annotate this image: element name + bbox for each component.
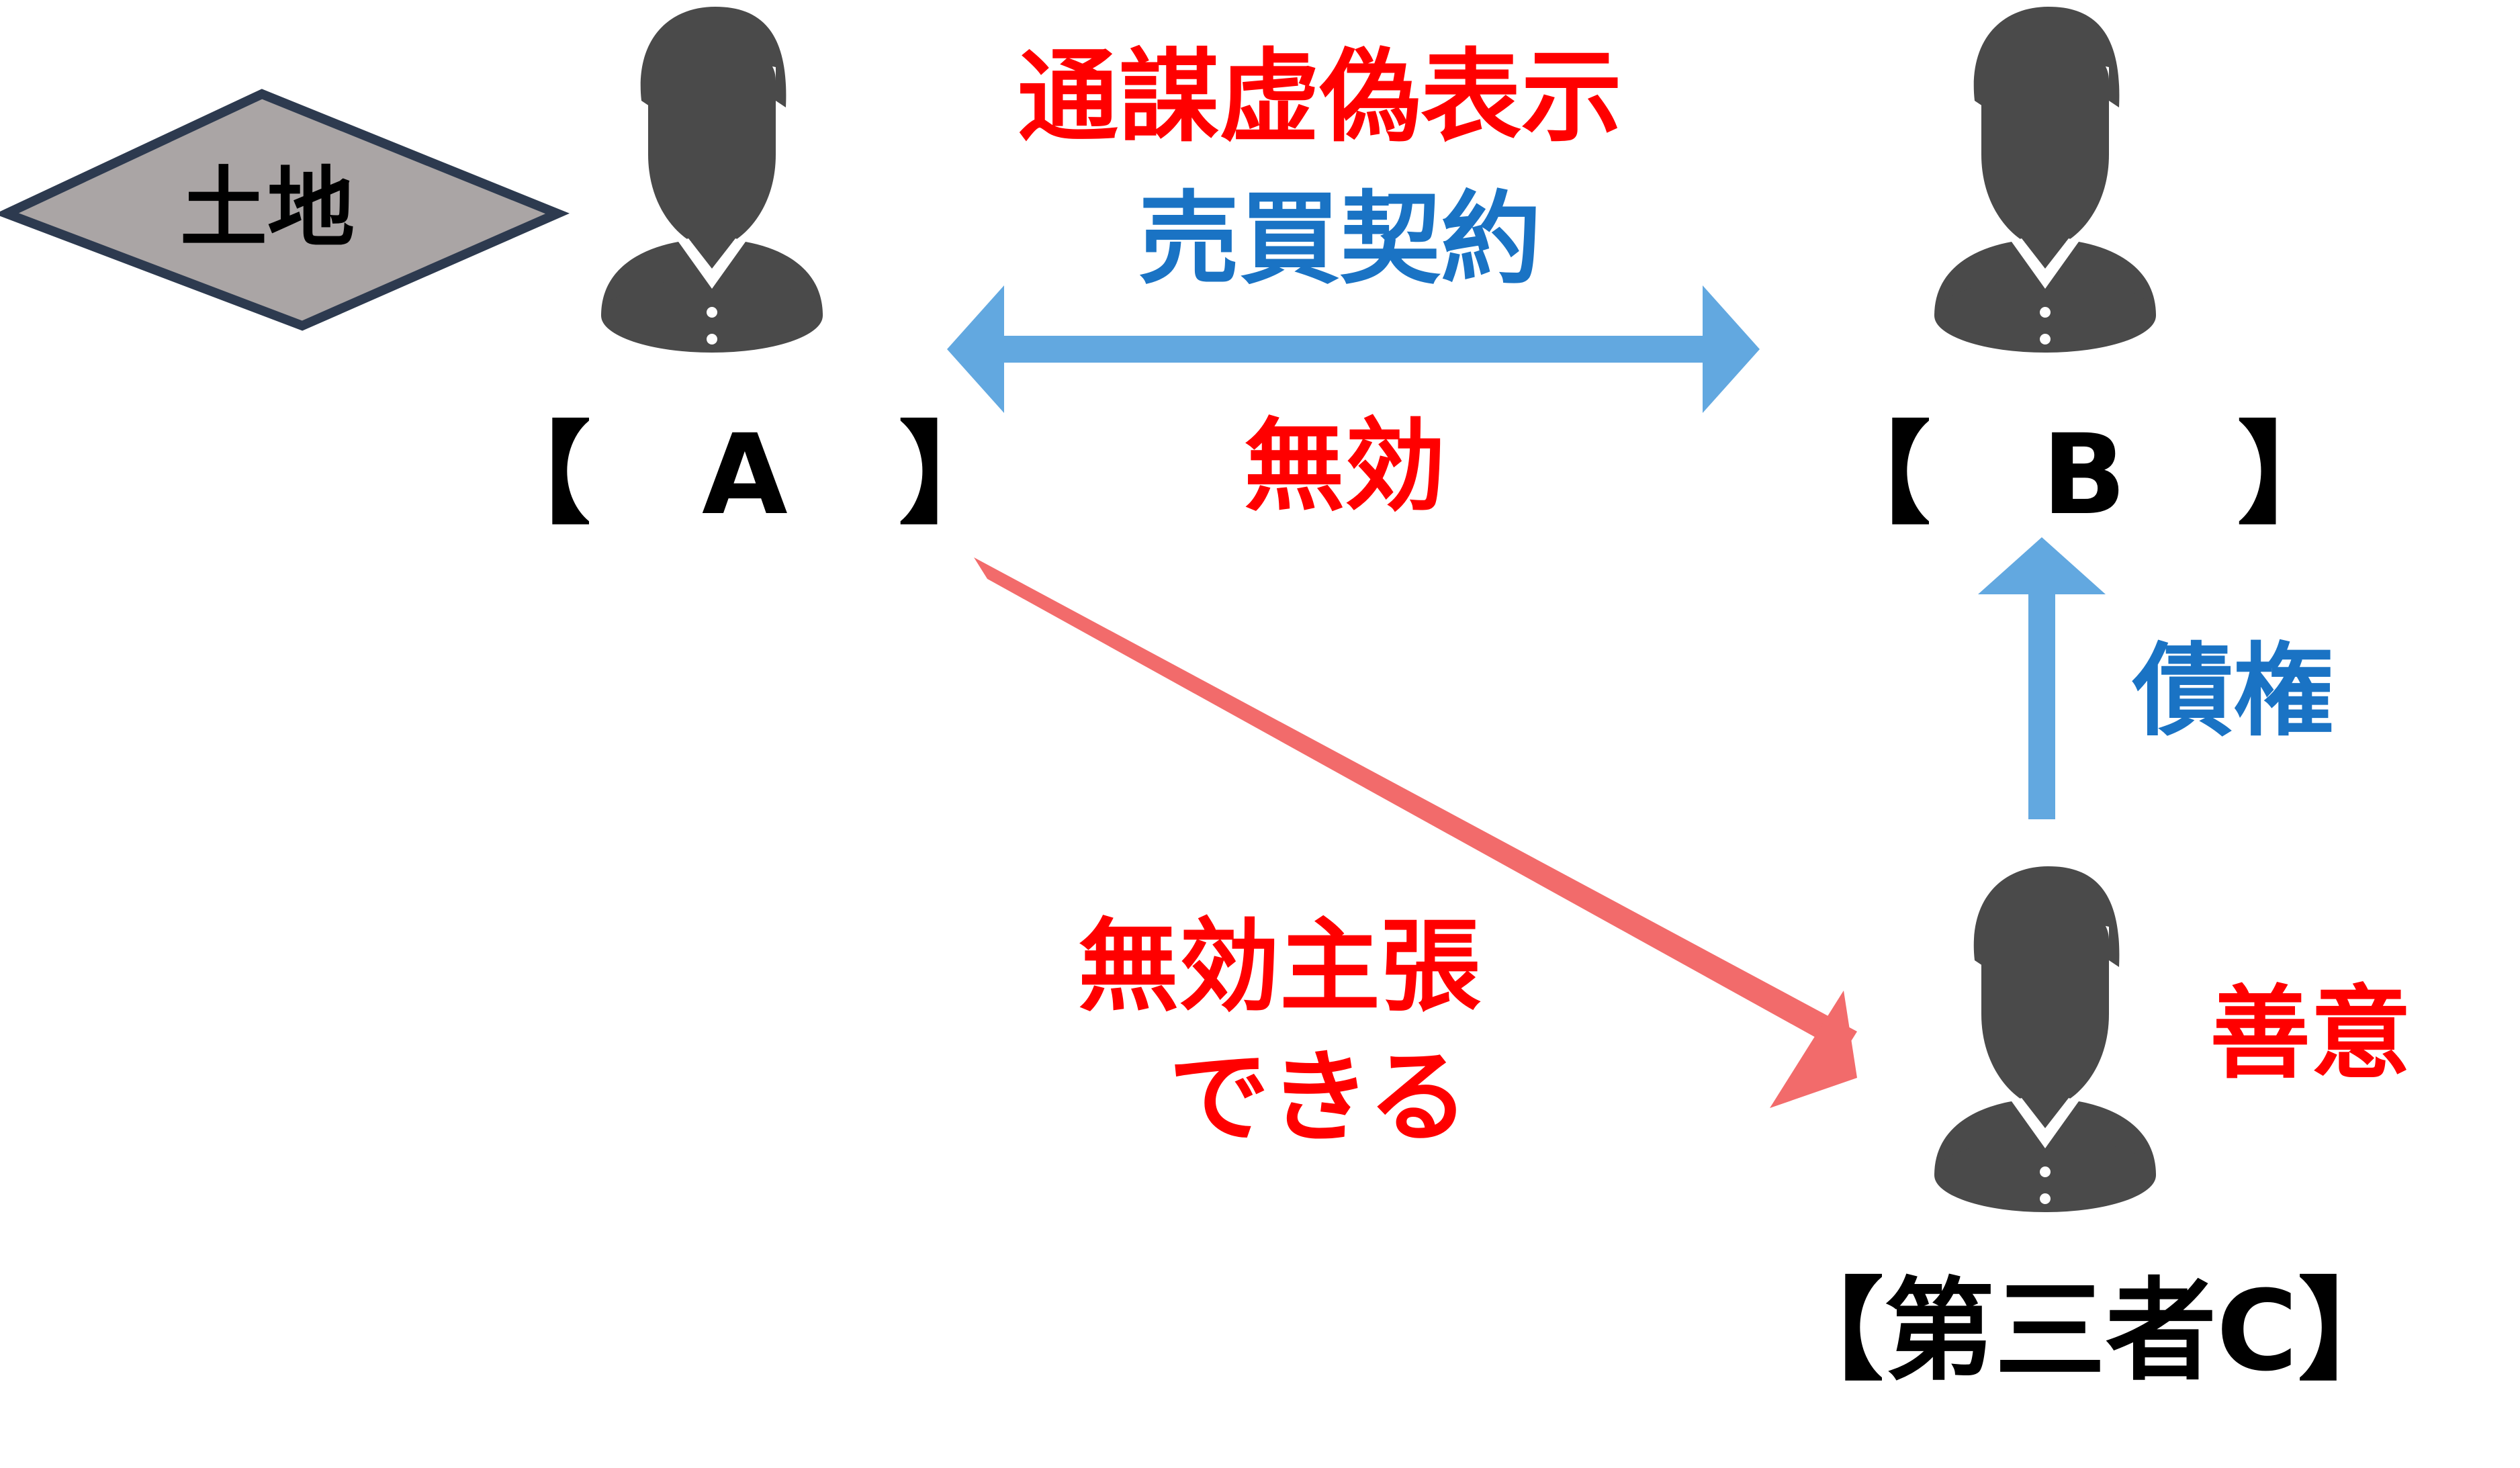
creditor-label: 債権 [2132, 633, 2335, 750]
person-c-name: 【第三者C】 [1773, 1267, 2409, 1395]
claim-diagonal-arrow [974, 557, 1857, 1108]
person-b-name: 【 B 】 [1820, 410, 2348, 539]
person-a-name: 【 A 】 [480, 410, 1009, 539]
person-a-icon [601, 7, 823, 353]
claim-label-line2: できる [1169, 1040, 1470, 1156]
creditor-up-arrow [1978, 537, 2106, 819]
land-label: 土地 [180, 157, 355, 259]
person-b-icon [1934, 7, 2156, 353]
person-c-icon [1934, 866, 2156, 1212]
title-label: 通謀虚偽表示 [1018, 39, 1623, 156]
good-faith-label: 善意 [2210, 976, 2412, 1093]
contract-label: 売買契約 [1138, 181, 1542, 298]
contract-double-arrow [947, 285, 1760, 413]
invalid-label: 無効 [1244, 408, 1446, 525]
land-diamond-icon [0, 89, 570, 331]
claim-label-line1: 無効主張 [1078, 909, 1482, 1025]
